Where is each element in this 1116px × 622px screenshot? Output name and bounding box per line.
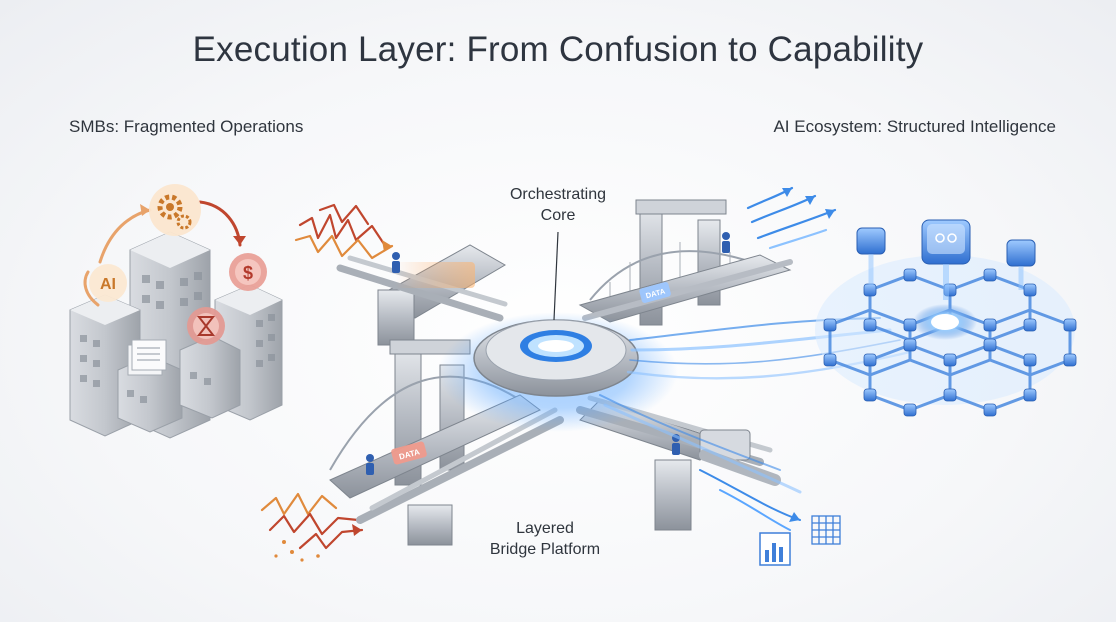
ai-chip-icon (921, 219, 971, 300)
bridge-label-line-2: Bridge Platform (489, 541, 601, 558)
orchestrating-core-label: Orchestrating Core (478, 184, 638, 226)
floating-cube-left (856, 227, 886, 285)
dollar-icon: $ (229, 253, 267, 291)
hourglass-icon (187, 307, 225, 345)
ai-network (815, 255, 1077, 417)
svg-text:AI: AI (100, 276, 116, 293)
smb-label: SMBs: Fragmented Operations (69, 117, 304, 136)
grid-icon (811, 515, 841, 545)
data-tag-left: DATA (391, 441, 427, 465)
bridge-upper-left (336, 244, 508, 346)
bridge-label-line-1: Layered (516, 520, 574, 537)
gear-icon (149, 184, 201, 236)
floating-cube-right (1006, 239, 1036, 290)
outbound-arrows-top (746, 186, 837, 250)
bridge-platform-label: Layered Bridge Platform (470, 518, 620, 560)
chart-icon (759, 532, 791, 566)
chaos-signal-bottom (260, 492, 364, 562)
core-label-line-1: Orchestrating (509, 186, 607, 203)
core-leader-line (553, 231, 559, 321)
core-label-line-2: Core (540, 207, 576, 224)
document-stack-icon (127, 339, 167, 376)
cycle-arrows (83, 200, 246, 307)
data-tag-right: DATA (639, 282, 671, 303)
svg-text:$: $ (243, 263, 253, 283)
orchestrating-core (438, 312, 678, 432)
ai-ecosystem-label: AI Ecosystem: Structured Intelligence (773, 117, 1056, 136)
worker-figures (366, 232, 730, 475)
chaos-signal-top (294, 203, 394, 260)
ai-badge: AI (89, 264, 127, 302)
page-title: Execution Layer: From Confusion to Capab… (192, 30, 924, 69)
